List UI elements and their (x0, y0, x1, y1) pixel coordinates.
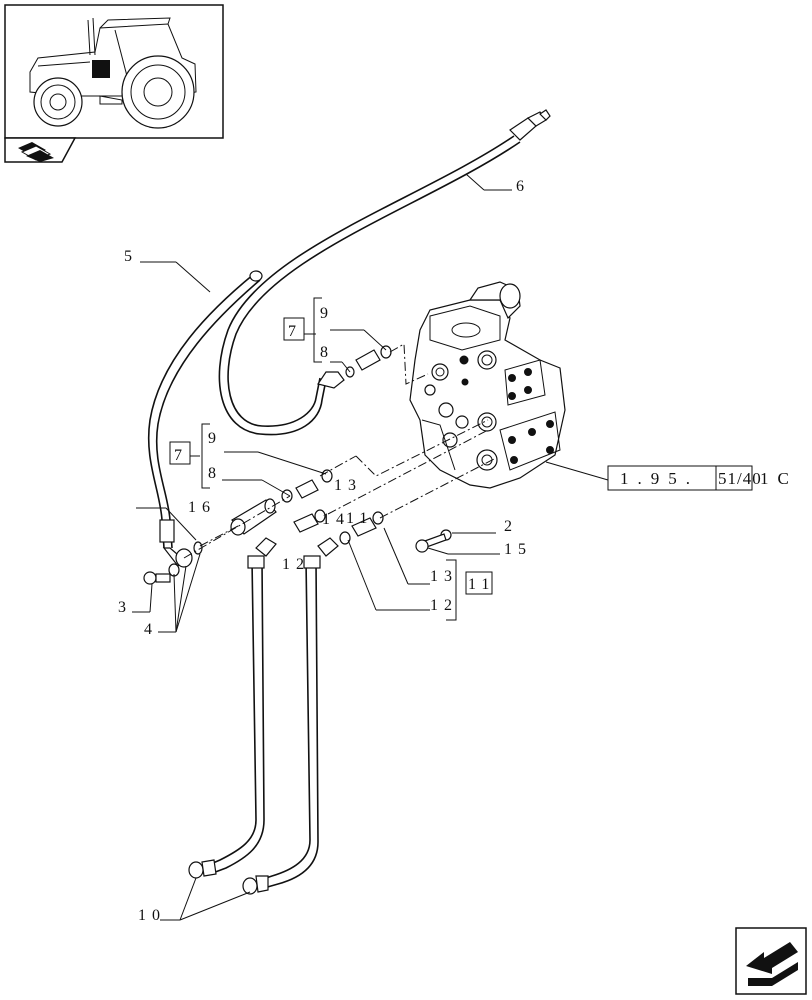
reference-part-3: 1C (760, 469, 798, 488)
washers-4 (168, 541, 203, 577)
fitting-14 (293, 509, 326, 533)
callout-12-lower: 12 (430, 597, 458, 614)
callout-7-lower: 7 (174, 447, 188, 464)
callout-10: 10 (138, 907, 166, 924)
leader-lines (132, 329, 609, 921)
book-pages-icon (18, 142, 54, 162)
callout-11-box: 11 (468, 576, 495, 593)
fitting-11 (339, 511, 384, 545)
callout-13-upper: 13 (334, 477, 362, 494)
callout-16: 16 (188, 499, 216, 516)
reference-part-2: 51/40 (718, 469, 762, 488)
callout-3: 3 (118, 599, 132, 616)
group-bracket-7-lower (169, 423, 210, 489)
callout-8-upper: 8 (320, 344, 334, 361)
callout-14: 14 (322, 511, 350, 528)
bolt-3 (143, 571, 171, 585)
hose-6 (218, 109, 551, 436)
callout-15: 15 (504, 541, 532, 558)
hose-10a (188, 537, 277, 879)
fitting-8-lower (281, 469, 333, 503)
section-tab (4, 137, 77, 163)
callout-12-upper: 12 (282, 556, 310, 573)
callout-6: 6 (516, 178, 530, 195)
callout-11-small: 11 (346, 510, 373, 527)
callout-9-upper: 9 (320, 305, 334, 322)
tractor-thumbnail-icon (4, 4, 224, 139)
hose-5 (147, 270, 263, 567)
assembly-dashed-lines (183, 343, 497, 559)
hydraulic-valve-block (409, 281, 566, 489)
reference-part-1: 1.95. (620, 469, 699, 488)
next-page-arrow-icon[interactable] (735, 927, 807, 995)
reference-box (607, 465, 753, 491)
callout-5: 5 (124, 248, 138, 265)
callout-8-lower: 8 (208, 465, 222, 482)
fitting-8-upper (345, 345, 392, 378)
group-bracket-11 (446, 559, 493, 621)
group-bracket-7-upper (283, 297, 322, 363)
callout-13-lower: 13 (430, 568, 458, 585)
callout-9-lower: 9 (208, 430, 222, 447)
bolt-2 (415, 529, 452, 553)
callout-2: 2 (504, 518, 518, 535)
callout-7-upper: 7 (288, 323, 302, 340)
hose-10b (242, 537, 339, 895)
callout-4: 4 (144, 621, 158, 638)
